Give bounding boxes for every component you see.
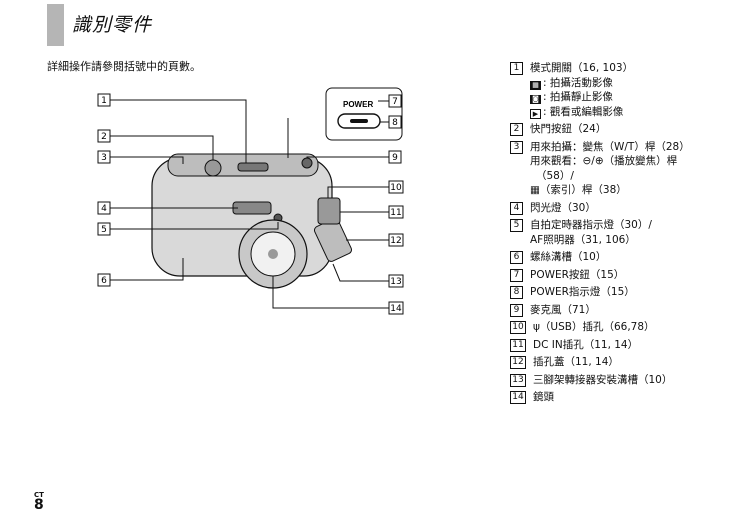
part-5: 5 自拍定時器指示燈（30）/ AF照明器（31, 106） (510, 218, 750, 247)
svg-text:8: 8 (392, 118, 398, 128)
callout-8 (388, 115, 402, 129)
part-label: 自拍定時器指示燈（30）/ (530, 219, 652, 231)
callout-7 (388, 94, 402, 108)
page-title: 識別零件 (72, 14, 153, 36)
playback-mode-icon: ▶ (530, 108, 541, 119)
part-label: 鏡頭 (533, 391, 554, 403)
part-12: 12 插孔蓋（11, 14） (510, 355, 750, 370)
zoom-lever (237, 162, 269, 172)
part-number: 11 (510, 338, 526, 352)
svg-text:2: 2 (101, 132, 107, 142)
part-number: 14 (510, 391, 526, 404)
part-8: 8 POWER指示燈（15） (510, 285, 750, 300)
callout-1 (97, 93, 111, 107)
part-label: 插孔蓋（11, 14） (533, 356, 619, 368)
page-number-value: 8 (34, 497, 44, 513)
part-number: 8 (510, 286, 523, 299)
svg-text:6: 6 (101, 276, 107, 286)
part-label: 麥克風（71） (530, 303, 596, 316)
intro-text: 詳細操作請參閱括號中的頁數。 (47, 60, 201, 73)
part-label: 三腳架轉接器安裝溝槽（10） (533, 373, 673, 386)
svg-text:9: 9 (392, 153, 398, 163)
part-3: 3 用來拍攝：變焦（W/T）桿（28） 用來觀看：⊖/⊕（播放變焦）桿 （58）… (510, 140, 750, 198)
part-label: AF照明器（31, 106） (530, 233, 636, 246)
part-2: 2 快門按鈕（24） (510, 122, 750, 137)
part-number: 5 (510, 219, 523, 232)
flash-window (232, 201, 272, 215)
part-6: 6 螺絲溝槽（10） (510, 250, 750, 265)
part-label: 螺絲溝槽（10） (530, 251, 607, 263)
part-label: POWER按鈕（15） (530, 268, 625, 281)
part-9: 9 麥克風（71） (510, 303, 750, 318)
part-number: 1 (510, 62, 523, 75)
callout-3 (97, 150, 111, 164)
page-number: CT 8 (34, 490, 44, 513)
part-4: 4 閃光燈（30） (510, 201, 750, 216)
part-7: 7 POWER按鈕（15） (510, 268, 750, 283)
power-label: POWER (343, 100, 373, 109)
part-14: 14 鏡頭 (510, 390, 750, 405)
part-number: 3 (510, 140, 523, 154)
part-10: 10 ψ（USB）插孔（66,78） (510, 320, 750, 335)
svg-text:11: 11 (390, 208, 401, 218)
part-label: 閃光燈（30） (530, 201, 596, 214)
parts-list: 1 模式開關（16, 103） ▦: 拍攝活動影像 ◙: 拍攝靜止影像 ▶: 觀… (510, 61, 750, 408)
part-label: 用來觀看：⊖/⊕（播放變焦）桿 (530, 155, 678, 167)
camera-diagram: POWER 1 2 3 4 5 6 7 8 (97, 87, 404, 315)
part-number: 12 (510, 356, 526, 369)
part-number: 7 (510, 268, 523, 282)
callout-6 (97, 273, 111, 287)
svg-text:13: 13 (390, 277, 401, 287)
microphone (301, 157, 313, 169)
part-label: ψ（USB）插孔（66,78） (533, 321, 655, 333)
callout-13 (388, 274, 404, 288)
part-13: 13 三腳架轉接器安裝溝槽（10） (510, 373, 750, 388)
svg-text:7: 7 (392, 97, 398, 107)
shutter-button (204, 159, 222, 177)
svg-text:14: 14 (390, 304, 402, 314)
callout-4 (97, 201, 111, 215)
side-jacks (317, 197, 341, 225)
callout-2 (97, 129, 111, 143)
svg-text:4: 4 (101, 204, 107, 214)
camera-mode-icon: ◙ (530, 95, 541, 104)
mode-playback: ▶: 觀看或編輯影像 (530, 105, 750, 120)
svg-text:10: 10 (390, 183, 402, 193)
part-label: 快門按鈕（24） (530, 123, 607, 135)
part-11: 11 DC IN插孔（11, 14） (510, 338, 750, 353)
part-label: POWER指示燈（15） (530, 286, 635, 298)
part-number: 6 (510, 251, 523, 264)
svg-text:12: 12 (390, 236, 401, 246)
movie-mode-icon: ▦ (530, 80, 541, 90)
part-number: 13 (510, 373, 526, 387)
callout-11 (388, 205, 404, 219)
part-label: （58）/ (536, 169, 574, 182)
part-number: 9 (510, 303, 523, 317)
part-1: 1 模式開關（16, 103） ▦: 拍攝活動影像 ◙: 拍攝靜止影像 ▶: 觀… (510, 61, 750, 119)
part-label: DC IN插孔（11, 14） (533, 338, 639, 351)
svg-text:1: 1 (101, 96, 107, 106)
callout-14 (388, 301, 404, 315)
part-number: 10 (510, 321, 526, 334)
title-accent-bar (47, 4, 64, 46)
callout-10 (388, 180, 404, 194)
callout-12 (388, 233, 404, 247)
part-number: 2 (510, 123, 523, 136)
svg-text:5: 5 (101, 225, 107, 235)
part-number: 4 (510, 201, 523, 215)
part-label: ▦（索引）桿（38） (530, 184, 627, 196)
callout-9 (388, 150, 402, 164)
svg-text:3: 3 (101, 153, 107, 163)
language-code: CT (34, 491, 44, 499)
part-label: 模式開關（16, 103） (530, 62, 634, 74)
mode-movie: ▦: 拍攝活動影像 (530, 76, 750, 91)
callout-5 (97, 222, 111, 236)
part-label: 用來拍攝：變焦（W/T）桿（28） (530, 140, 690, 153)
mode-camera: ◙: 拍攝靜止影像 (530, 90, 750, 105)
